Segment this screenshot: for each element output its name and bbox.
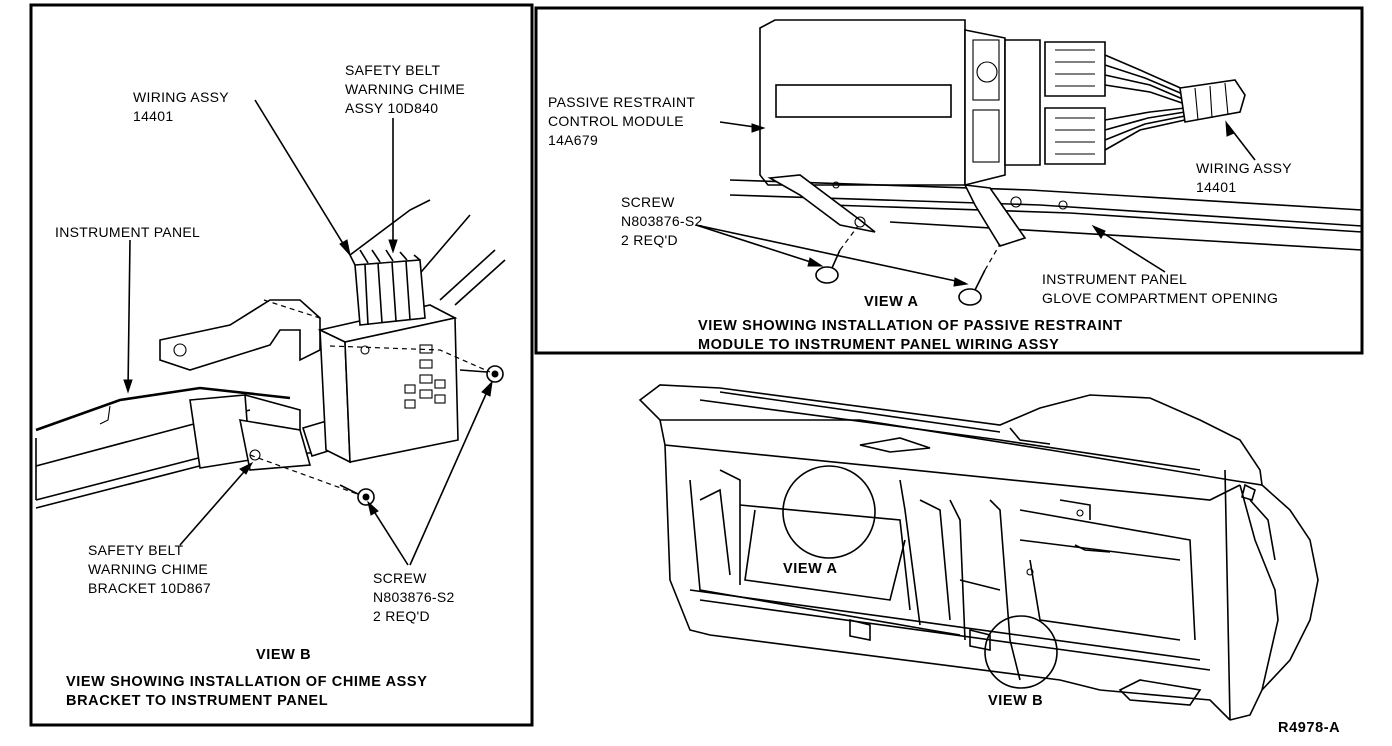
view-a-illustration [695,19,1363,306]
view-b-screws [339,365,504,506]
view-a-title: VIEW A [864,294,919,310]
view-b-callout-circle [984,615,1058,689]
module-connectors [1004,39,1106,166]
harness-wires [1104,54,1246,151]
view-a-screw-label: SCREW N803876-S2 2 REQ'D [621,194,703,248]
dashboard-overview-illustration [638,384,1319,721]
view-a-module-label: PASSIVE RESTRAINT CONTROL MODULE 14A679 [548,94,696,148]
panel-frames [29,3,1364,727]
view-b-caption: VIEW SHOWING INSTALLATION OF CHIME ASSY … [66,674,428,709]
restraint-module [759,19,1006,187]
wiring-connector [349,249,426,326]
figure-id: R4978-A [1278,720,1341,736]
view-b-leaders [123,99,493,566]
view-a-leaders [695,120,1256,287]
view-b-screw-label: SCREW N803876-S2 2 REQ'D [373,570,455,624]
view-a-caption: VIEW SHOWING INSTALLATION OF PASSIVE RES… [698,318,1123,353]
view-b-illustration [35,99,506,566]
overview-view-a-callout: VIEW A [783,561,838,577]
chime-module [317,304,459,464]
view-a-screws [815,225,1001,306]
view-b-chime-bracket-label: SAFETY BELT WARNING CHIME BRACKET 10D867 [88,542,212,596]
view-a-callout-circle [782,465,876,559]
view-b-title: VIEW B [256,647,312,663]
chime-bracket [159,299,339,471]
overview-view-b-callout: VIEW B [988,693,1044,709]
view-b-instrument-panel-label: INSTRUMENT PANEL [55,224,201,240]
view-b-chime-assy-label: SAFETY BELT WARNING CHIME ASSY 10D840 [345,62,466,116]
view-a-ip-opening-label: INSTRUMENT PANEL GLOVE COMPARTMENT OPENI… [1042,271,1279,306]
view-a-wiring-assy-label: WIRING ASSY 14401 [1196,160,1292,195]
view-b-wiring-assy-label: WIRING ASSY 14401 [133,89,229,124]
instrument-panel-opening [729,174,1363,251]
